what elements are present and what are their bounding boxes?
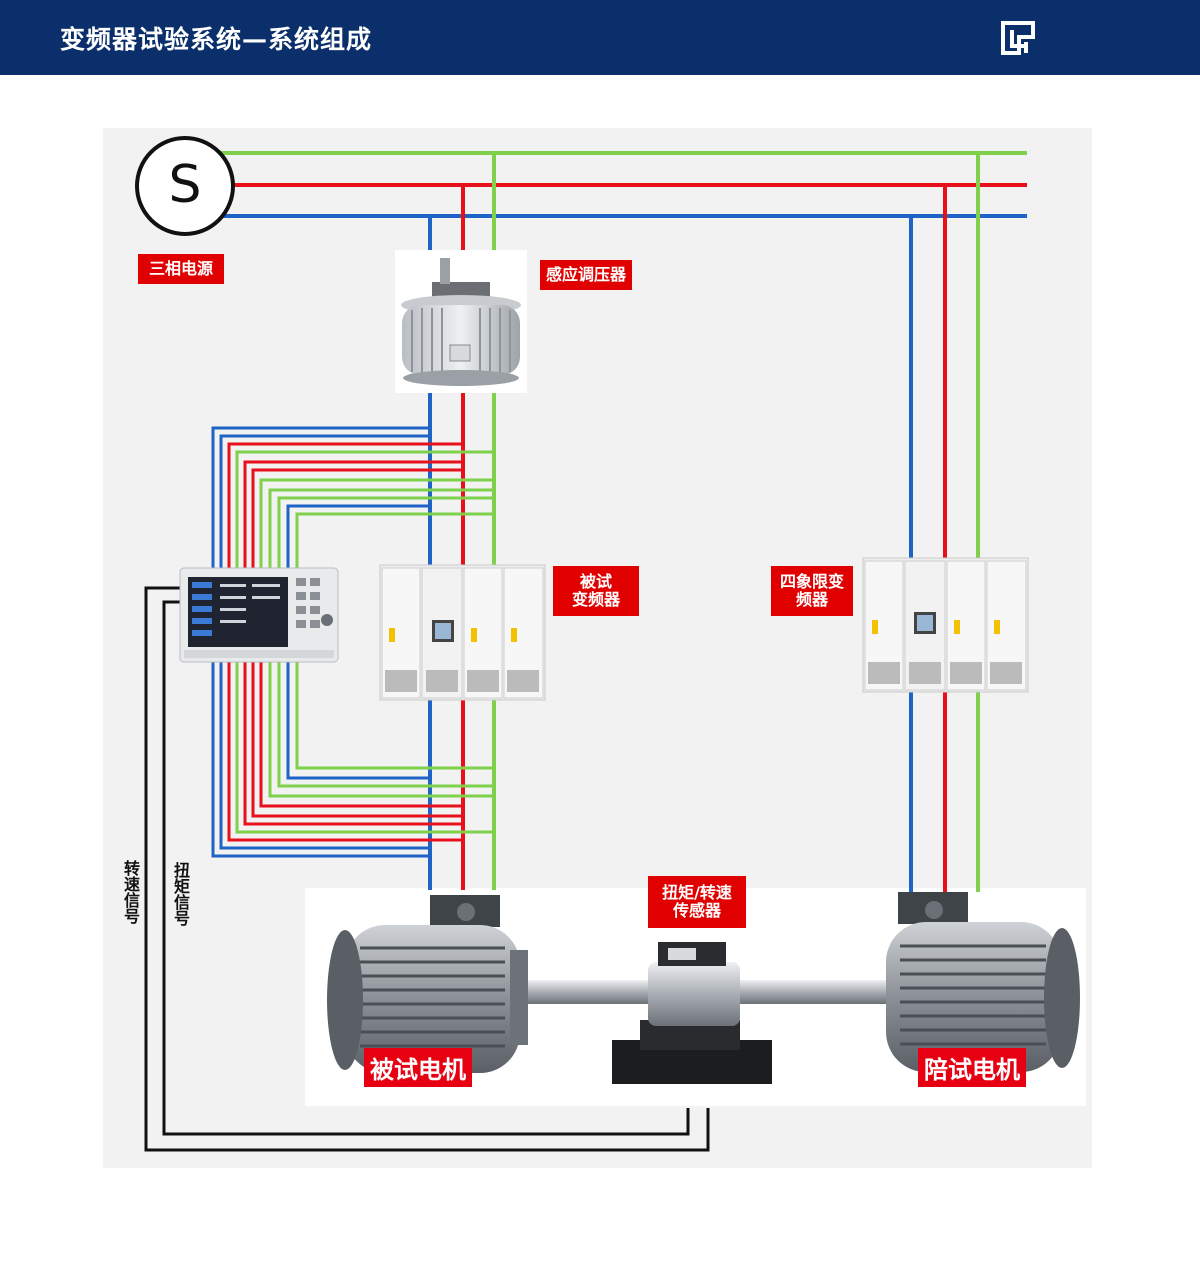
regulator-label: 感应调压器 — [540, 260, 632, 290]
main-bus — [220, 151, 1027, 218]
four-quadrant-label-line1: 四象限变 — [779, 571, 844, 591]
four-quadrant-label: 四象限变 频器 — [771, 566, 853, 616]
load-motor-label: 陪试电机 — [918, 1048, 1026, 1087]
induction-regulator-image — [395, 250, 527, 393]
regulator-feed — [428, 153, 496, 252]
dut-inverter-label-line1: 被试 — [579, 571, 612, 591]
analyzer-output-taps — [211, 662, 494, 858]
four-quadrant-label-line2: 频器 — [795, 590, 828, 609]
sensor-label-line1: 扭矩/转速 — [662, 882, 732, 902]
signal-wires — [144, 586, 710, 1152]
dut-inverter-label: 被试 变频器 — [553, 566, 639, 616]
torque-signal-label: 扭矩信号 — [171, 862, 190, 926]
dut-motor-image — [327, 895, 528, 1073]
torque-sensor-image — [612, 942, 772, 1084]
dut-inverter-cabinets — [379, 564, 546, 701]
dut-inverter-label-line2: 变频器 — [571, 590, 620, 609]
four-quadrant-cabinets — [862, 557, 1029, 693]
power-analyzer-image — [179, 567, 339, 663]
sensor-label-line2: 传感器 — [672, 901, 721, 920]
power-source-letter: S — [168, 155, 202, 215]
load-motor-image — [886, 892, 1080, 1072]
power-source-symbol — [135, 136, 235, 236]
inverter-output — [428, 698, 496, 890]
dut-motor-label: 被试电机 — [364, 1048, 472, 1087]
company-logo-icon — [1001, 21, 1035, 55]
four-quadrant-feed — [909, 153, 980, 892]
page-header: 变频器试验系统—系统组成 — [0, 0, 1200, 75]
page-title: 变频器试验系统—系统组成 — [60, 25, 373, 54]
sensor-label: 扭矩/转速 传感器 — [648, 876, 746, 928]
power-source-label: 三相电源 — [138, 254, 224, 284]
analyzer-input-taps — [211, 426, 494, 570]
speed-signal-label: 转速信号 — [121, 860, 140, 924]
